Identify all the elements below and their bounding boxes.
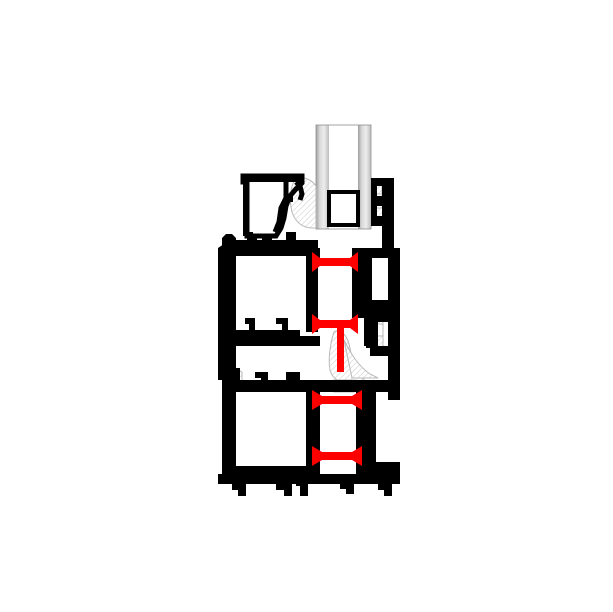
sash-right-outer-wall — [388, 248, 400, 312]
sash-glazing-bead-hook — [294, 180, 305, 201]
glass-spacer-bar — [327, 190, 360, 227]
glazing-unit — [315, 124, 372, 230]
sash-centre-void — [318, 262, 352, 316]
frame-hook-mid-a — [255, 372, 268, 384]
sash-chamber-left-void — [236, 256, 314, 330]
glass-pane-inner — [358, 125, 371, 229]
thermal-break-frame-upper — [312, 390, 362, 410]
frame-hook-mid-b — [286, 372, 300, 392]
sash-sill-hook-b — [262, 234, 272, 244]
thermal-break-group-frame — [312, 390, 362, 466]
glass-pane-outer — [316, 125, 329, 229]
sash-inner-web-angled — [272, 182, 289, 233]
frame-lower-right-chamber — [368, 380, 400, 474]
frame-lower-top-rail — [300, 380, 400, 392]
sash-sill-hook-a — [247, 232, 257, 244]
frame-bottom-hook-a — [232, 484, 246, 496]
frame-left-gasket-groove — [226, 368, 240, 380]
sash-upper-left-chamber — [240, 173, 305, 239]
frame-mid-rail — [218, 336, 320, 356]
frame-mid-horizontal — [222, 380, 300, 392]
sash-chamber-right — [364, 248, 396, 310]
frame-bottom-edge — [218, 474, 400, 484]
sash-right-bead-profile — [371, 178, 394, 226]
sash-profile — [218, 173, 400, 340]
frame-lower-centre-void — [320, 400, 356, 452]
frame-bottom-hook-d — [340, 484, 354, 494]
sash-outer-right-wall — [382, 178, 394, 250]
thermal-break-sash-upper — [312, 252, 358, 272]
frame-lower-left-wall — [222, 392, 236, 478]
sash-sill-hook-c — [286, 232, 296, 246]
sash-hook-underside-a — [245, 318, 255, 330]
frame-lower-left-void — [236, 392, 308, 466]
thermal-break-group-sash — [312, 252, 358, 372]
centre-gasket-wing — [343, 339, 379, 379]
frame-bottom-hook-e — [378, 484, 392, 496]
thermal-break-frame-lower — [312, 446, 362, 466]
sash-hook-underside-b — [276, 318, 288, 330]
frame-bottom-hook-c — [296, 478, 308, 496]
frame-right-inner-web — [366, 318, 378, 348]
thermal-break-sash-lower — [312, 314, 358, 372]
sash-chamber-left-wall — [218, 244, 236, 336]
frame-profile — [218, 310, 400, 496]
sash-web-notch — [287, 196, 293, 202]
frame-bottom-hook-b — [276, 484, 292, 496]
frame-right-rail — [370, 346, 400, 356]
glass-unit-outline — [315, 124, 372, 230]
